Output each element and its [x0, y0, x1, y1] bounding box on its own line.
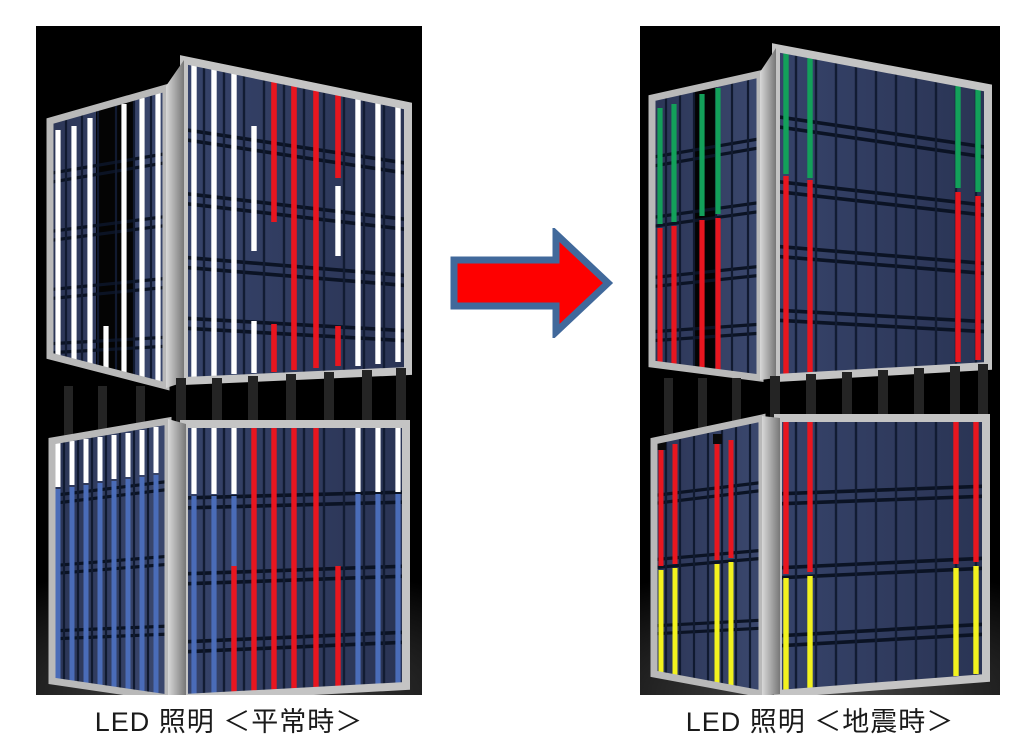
- arrow-shape: [450, 228, 614, 338]
- lower-front-face: [774, 414, 990, 695]
- lower-side-face: [48, 416, 172, 695]
- building-earthquake-svg: [640, 43, 1000, 695]
- upper-front-face: [772, 43, 992, 383]
- upper-block-normal: [46, 55, 412, 391]
- led-strips-front-white: [191, 64, 401, 378]
- upper-side-face: [648, 69, 764, 382]
- led-strips-lower-side-yellow: [658, 562, 734, 692]
- led-strips-front-red: [783, 176, 981, 374]
- lower-block-normal: [48, 416, 410, 695]
- panel-normal-operation: [36, 26, 422, 695]
- upper-corner-post: [166, 60, 184, 388]
- led-strips-lower-front-white: [191, 426, 401, 494]
- lower-block-earthquake: [650, 413, 990, 695]
- lower-corner-post: [762, 416, 780, 695]
- led-strips-front-red: [271, 78, 341, 372]
- structural-pillars-earthquake: [664, 364, 988, 434]
- building-normal-svg: [36, 55, 422, 695]
- led-strips-lower-front-red: [783, 420, 979, 574]
- lower-side-face: [650, 413, 766, 695]
- caption-normal-operation: LED 照明 ＜平常時＞: [94, 707, 364, 737]
- led-strips-side-white: [55, 92, 161, 384]
- column-caps: [657, 434, 722, 450]
- led-strips-lower-front-yellow: [783, 566, 979, 690]
- caption-earthquake-mode: LED 照明 ＜地震時＞: [685, 707, 955, 737]
- upper-block-earthquake: [648, 43, 992, 383]
- structural-pillars-normal: [64, 368, 406, 442]
- panel-earthquake-mode: [640, 26, 1000, 695]
- led-strips-side-red: [657, 218, 721, 376]
- upper-front-face: [180, 55, 412, 386]
- upper-corner-post: [760, 48, 776, 380]
- led-strips-lower-front-red: [231, 426, 341, 692]
- led-strips-lower-side-white: [55, 427, 159, 487]
- led-strips-lower-side-blue: [55, 475, 159, 693]
- lower-corner-post: [168, 419, 186, 695]
- led-strips-front-green: [783, 52, 981, 192]
- led-strips-side-green: [657, 88, 721, 224]
- lower-front-face: [180, 420, 410, 695]
- upper-side-face: [46, 83, 170, 391]
- led-strips-lower-side-red: [658, 440, 734, 566]
- transition-arrow: [448, 228, 614, 338]
- arrow-svg: [450, 228, 614, 338]
